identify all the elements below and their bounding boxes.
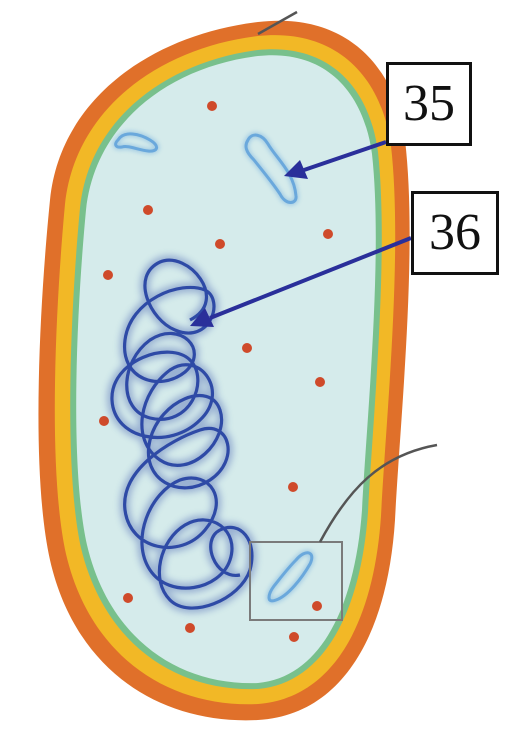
ribosome-dot-icon xyxy=(207,101,217,111)
ribosome-dot-icon xyxy=(99,416,109,426)
ribosome-dot-icon xyxy=(315,377,325,387)
label-35-box: 35 xyxy=(386,62,472,146)
ribosome-dot-icon xyxy=(185,623,195,633)
label-36-box: 36 xyxy=(411,191,499,275)
ribosome-dot-icon xyxy=(242,343,252,353)
label-35-text: 35 xyxy=(403,78,455,130)
ribosome-dot-icon xyxy=(215,239,225,249)
ribosome-dot-icon xyxy=(143,205,153,215)
ribosome-dot-icon xyxy=(323,229,333,239)
ribosome-dot-icon xyxy=(289,632,299,642)
ribosome-dot-icon xyxy=(312,601,322,611)
ribosome-dot-icon xyxy=(103,270,113,280)
ribosome-dot-icon xyxy=(123,593,133,603)
label-36-text: 36 xyxy=(429,207,481,259)
ribosome-dot-icon xyxy=(288,482,298,492)
